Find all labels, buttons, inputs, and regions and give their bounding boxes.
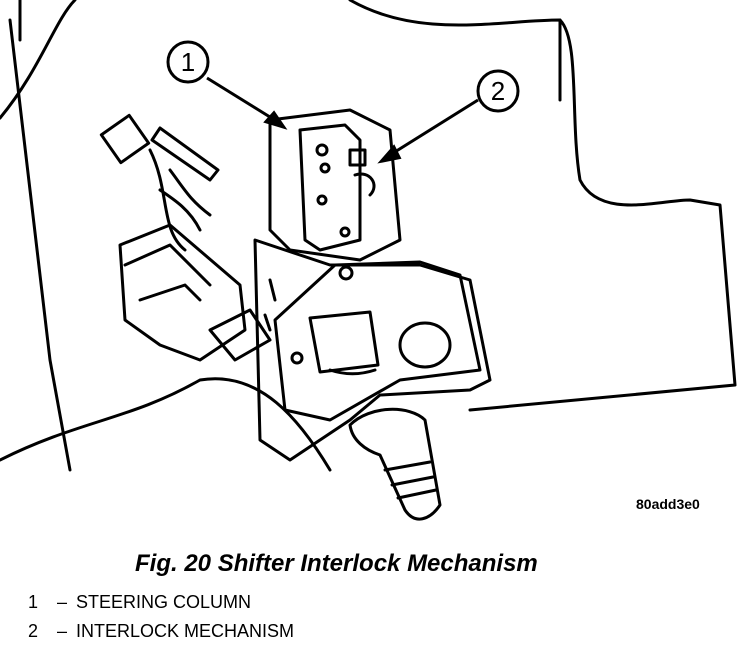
callout-1-number: 1 [181,47,195,77]
legend-item: 1–STEERING COLUMN [28,592,251,613]
legend-separator: – [56,592,67,612]
figure-caption: Fig. 20 Shifter Interlock Mechanism [135,550,538,577]
harness-connector [99,113,151,165]
callout-1: 1 [166,40,288,130]
callout-1-arrow [206,76,279,124]
figure-code: 80add3e0 [636,496,700,512]
wiring-harness [148,148,212,252]
steering-shaft [348,407,442,521]
column-bracket [273,260,482,422]
dash-panel-edge [8,18,72,472]
callout-2-number: 2 [491,76,505,106]
callout-2-arrow [389,98,479,157]
interlock-housing [298,123,362,252]
column-body [253,238,492,462]
dash-panel-outline [0,0,77,120]
legend-number: 1 [28,592,39,612]
door-pillar-outline [18,0,737,412]
cable-sleeve [150,126,220,182]
legend-separator: – [56,621,67,641]
legend-number: 2 [28,621,39,641]
column-upper-shroud [268,108,402,262]
callout-2: 2 [377,69,520,164]
legend-label: INTERLOCK MECHANISM [76,621,295,641]
bracket-window [308,310,380,374]
legend-item: 2–INTERLOCK MECHANISM [28,621,294,642]
legend-label: STEERING COLUMN [76,592,252,612]
ignition-module [118,223,247,362]
module-plug [208,308,272,362]
column-hole [398,321,452,369]
floor-line [0,377,332,472]
